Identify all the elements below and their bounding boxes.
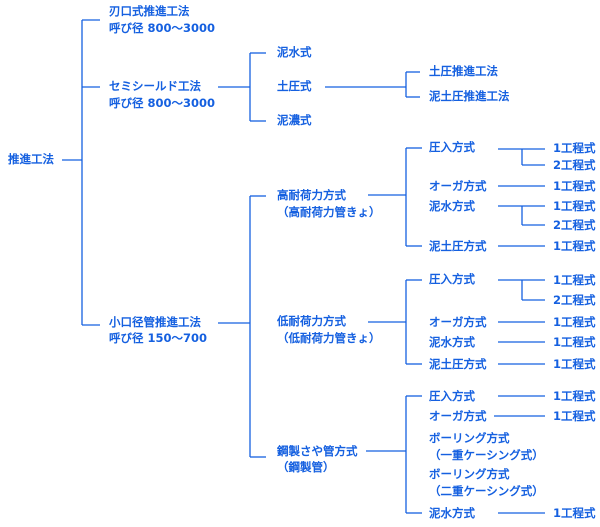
- small-method: 小口径管推進工法: [109, 315, 201, 329]
- steel-method-sub: （二重ケーシング式）: [429, 484, 544, 498]
- low-load-method: 低耐荷力方式: [277, 314, 346, 328]
- steel-method-sub: （一重ケーシング式）: [429, 448, 544, 462]
- high-load-sub: （高耐荷力管きょ）: [277, 205, 381, 219]
- blade-diameter: 呼び径 800〜3000: [109, 21, 216, 35]
- semishield-type: 泥濃式: [277, 113, 312, 127]
- low-step: 2工程式: [553, 293, 596, 307]
- steel-casing-method: 鋼製さや管方式: [277, 444, 358, 458]
- earth-pressure-sub: 土圧推進工法: [429, 64, 498, 78]
- low-load-sub: （低耐荷力管きょ）: [277, 331, 381, 345]
- steel-method: 泥水方式: [429, 506, 475, 520]
- semishield-type: 土圧式: [277, 79, 312, 93]
- high-method: オーガ方式: [429, 179, 487, 193]
- root-node: 推進工法: [8, 152, 54, 166]
- semishield-method: セミシールド工法: [109, 79, 201, 93]
- high-step: 2工程式: [553, 218, 596, 232]
- semishield-diameter: 呼び径 800〜3000: [109, 96, 216, 110]
- high-step: 1工程式: [553, 239, 596, 253]
- high-step: 1工程式: [553, 179, 596, 193]
- steel-step: 1工程式: [553, 409, 596, 423]
- blade-method: 刃口式推進工法: [109, 4, 190, 18]
- low-step: 1工程式: [553, 273, 596, 287]
- high-step: 1工程式: [553, 199, 596, 213]
- high-step: 2工程式: [553, 158, 596, 172]
- low-step: 1工程式: [553, 335, 596, 349]
- semishield-type: 泥水式: [277, 45, 312, 59]
- low-method: 圧入方式: [429, 272, 475, 286]
- low-step: 1工程式: [553, 315, 596, 329]
- high-method: 泥土圧方式: [429, 239, 487, 253]
- high-step: 1工程式: [553, 141, 596, 155]
- high-load-method: 高耐荷力方式: [277, 188, 346, 202]
- steel-method: 圧入方式: [429, 389, 475, 403]
- high-method: 圧入方式: [429, 140, 475, 154]
- steel-step: 1工程式: [553, 506, 596, 520]
- steel-method: オーガ方式: [429, 409, 487, 423]
- earth-pressure-sub: 泥土圧推進工法: [429, 89, 510, 103]
- low-method: オーガ方式: [429, 315, 487, 329]
- low-step: 1工程式: [553, 357, 596, 371]
- steel-method: ボーリング方式: [429, 467, 510, 481]
- steel-step: 1工程式: [553, 389, 596, 403]
- low-method: 泥土圧方式: [429, 357, 487, 371]
- steel-casing-sub: （鋼製管）: [277, 460, 335, 474]
- high-method: 泥水方式: [429, 199, 475, 213]
- low-method: 泥水方式: [429, 335, 475, 349]
- steel-method: ボーリング方式: [429, 431, 510, 445]
- small-diameter: 呼び径 150〜700: [109, 331, 208, 345]
